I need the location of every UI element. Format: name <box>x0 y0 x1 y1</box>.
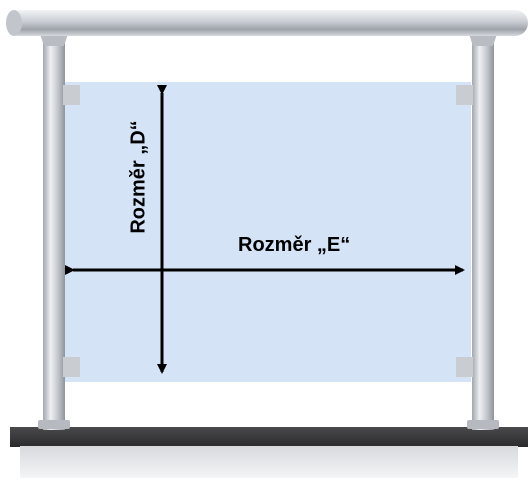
clamp-top-right <box>456 85 473 105</box>
clamp-bottom-right <box>456 357 473 377</box>
dimension-d-label: Rozměr „D“ <box>127 120 150 234</box>
right-saddle <box>469 34 497 46</box>
dimension-e-label: Rozměr „E“ <box>238 234 351 256</box>
left-post <box>43 42 65 430</box>
right-post <box>472 42 494 430</box>
left-post-flange <box>38 420 70 429</box>
floor-slab <box>10 427 528 447</box>
floor-base <box>20 446 518 478</box>
right-post-flange <box>467 420 499 429</box>
handrail-end-cap <box>6 10 22 36</box>
clamp-bottom-left <box>63 357 80 377</box>
left-saddle <box>40 34 68 46</box>
clamp-top-left <box>63 85 80 105</box>
handrail <box>6 10 528 36</box>
glass-panel <box>63 82 471 382</box>
